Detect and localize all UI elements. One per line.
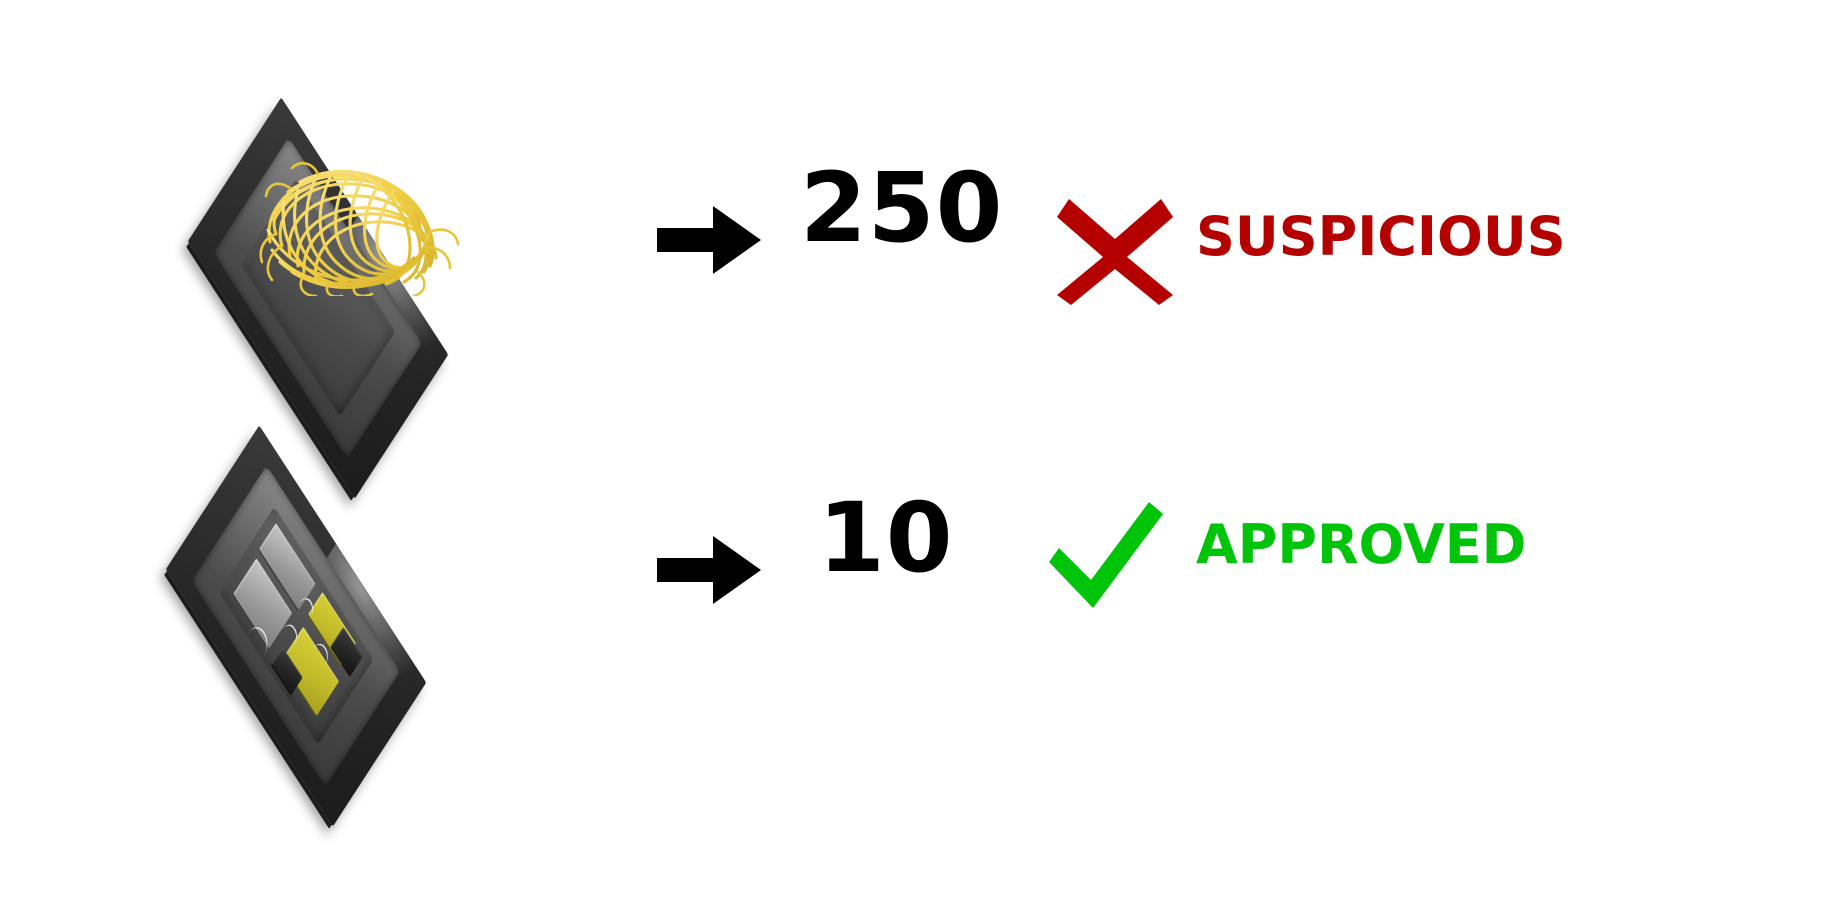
score-value-suspicious: 250 [800,152,1004,264]
right-arrow-icon [657,536,761,604]
verdict-label-approved: APPROVED [1196,513,1527,576]
chip-sample-noodles [50,97,570,499]
chip-package-body [165,425,427,827]
cross-mark-icon [1057,199,1173,305]
check-mark-icon [1049,502,1163,608]
package-cavity [240,179,396,417]
score-value-approved: 10 [818,482,954,594]
package-cavity [218,507,374,745]
right-arrow-icon [657,206,761,274]
result-row-approved: 10 APPROVED [0,400,1829,827]
chip-sample-dies [28,425,548,827]
verdict-label-suspicious: SUSPICIOUS [1196,205,1566,268]
result-row-suspicious: 250 SUSPICIOUS [0,90,1829,499]
